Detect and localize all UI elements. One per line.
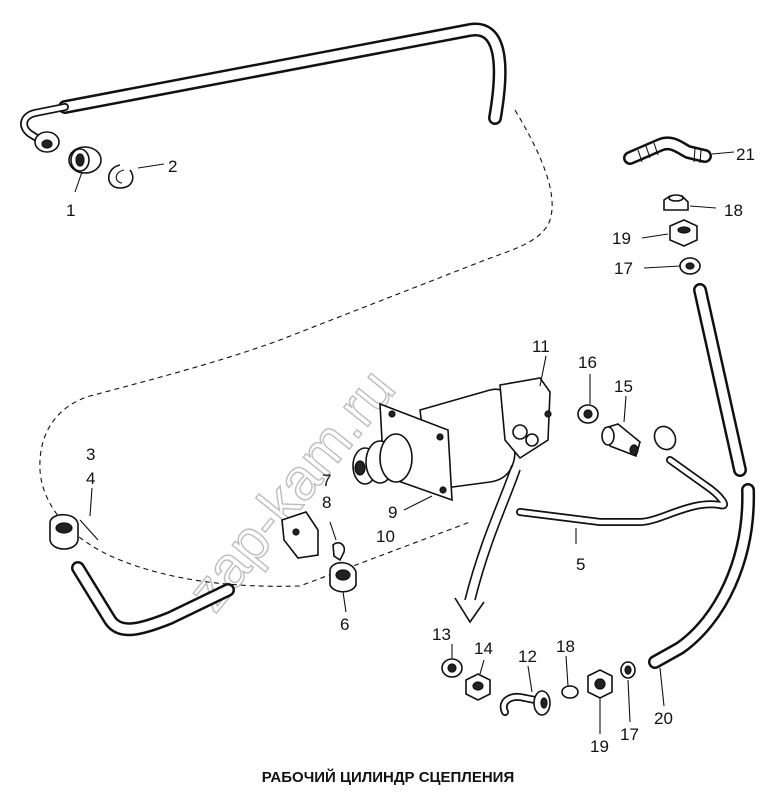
clutch-slave-cylinder bbox=[352, 377, 552, 502]
callout-21: 21 bbox=[736, 145, 755, 164]
callout-8: 8 bbox=[322, 493, 331, 512]
part-21-elbow-hose bbox=[623, 136, 712, 165]
callout-17-top: 17 bbox=[614, 259, 633, 278]
part-18-cap-top bbox=[663, 194, 689, 211]
callout-14: 14 bbox=[474, 639, 493, 658]
callout-18-top: 18 bbox=[724, 201, 743, 220]
part-19-nut-top bbox=[669, 219, 698, 247]
callout-11: 11 bbox=[532, 337, 550, 356]
diagram-caption: РАБОЧИЙ ЦИЛИНДР СЦЕПЛЕНИЯ bbox=[262, 768, 514, 786]
callout-16: 16 bbox=[578, 353, 597, 372]
callout-20: 20 bbox=[654, 709, 673, 728]
callout-15: 15 bbox=[614, 377, 633, 396]
part-17-fitting-top bbox=[679, 257, 701, 275]
callout-2: 2 bbox=[168, 157, 177, 176]
callout-9: 9 bbox=[388, 503, 397, 522]
part-7-bracket bbox=[281, 511, 319, 559]
callout-19-bottom: 19 bbox=[590, 737, 609, 756]
callout-6: 6 bbox=[340, 615, 349, 634]
part-8-clip bbox=[332, 542, 346, 562]
callout-18-bottom: 18 bbox=[556, 637, 575, 656]
callout-13: 13 bbox=[432, 625, 451, 644]
part-3-4-clamp-left bbox=[49, 513, 99, 550]
frame-outline-dashed bbox=[39, 109, 553, 587]
part-19-nut-bottom bbox=[587, 669, 613, 699]
part-16-washer bbox=[577, 404, 599, 424]
part-6-clamp bbox=[329, 561, 357, 593]
part-14-nut bbox=[465, 673, 491, 701]
part-13-washer bbox=[441, 658, 463, 678]
callout-4: 4 bbox=[86, 469, 95, 488]
part-18-cap-bottom bbox=[561, 685, 579, 699]
callout-12: 12 bbox=[518, 647, 537, 666]
callout-19-top: 19 bbox=[612, 229, 631, 248]
callout-7: 7 bbox=[322, 471, 331, 490]
leader-lines bbox=[74, 151, 735, 734]
watermark: zap-kam.ru bbox=[175, 357, 408, 623]
callout-5: 5 bbox=[576, 555, 585, 574]
callout-10: 10 bbox=[376, 527, 395, 546]
part-15-bolt bbox=[601, 423, 641, 458]
part-2-clamp bbox=[107, 164, 134, 189]
part-1-nut bbox=[68, 146, 102, 174]
part-12-elbow-fitting bbox=[499, 690, 551, 716]
pipe-5-nut bbox=[653, 425, 677, 451]
callout-3: 3 bbox=[86, 445, 95, 464]
callout-17-bottom: 17 bbox=[620, 725, 639, 744]
part-17-fitting-bottom bbox=[620, 661, 636, 679]
callout-1: 1 bbox=[66, 201, 75, 220]
